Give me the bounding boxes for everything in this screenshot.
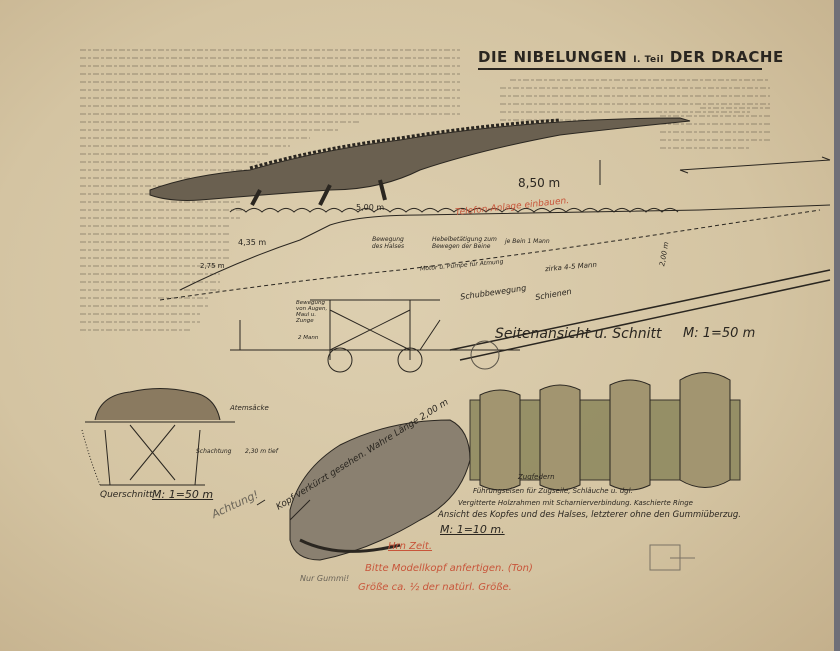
title-subtitle: DER DRACHE — [669, 48, 784, 66]
title-main: DIE NIBELUNGEN — [478, 48, 628, 66]
note-addressee: Hrn Zeit. — [388, 541, 433, 552]
note-rubber: Nur Gummi! — [300, 574, 350, 583]
handwritten-paragraph-right — [500, 79, 770, 149]
page-title: DIE NIBELUNGEN I. Teil DER DRACHE — [478, 48, 790, 66]
stamp-icon — [470, 340, 500, 370]
length-total: 8,50 m — [518, 176, 561, 190]
cross-section-drawing — [81, 388, 235, 486]
dragon-head-neck-drawing — [256, 372, 741, 561]
small-pencil-sketch — [649, 544, 695, 571]
head-view-scale: M: 1=10 m. — [440, 523, 505, 536]
per-leg-label: je Bein 1 Mann — [505, 238, 550, 245]
guides-label: Führungseisen für Zugseile, Schläuche u.… — [473, 487, 633, 495]
neck-motion-label: Bewegung des Halses — [371, 236, 405, 250]
side-view-section-drawing — [159, 156, 831, 373]
eyes-crew-label: 2 Mann — [298, 335, 319, 341]
height-2: 2,75 m — [200, 262, 225, 270]
title-part: I. Teil — [633, 55, 664, 65]
note-size: Größe ca. ½ der natürl. Größe. — [358, 582, 512, 593]
breath-sacks-label: Atemsäcke — [230, 404, 269, 412]
title-underline — [478, 68, 762, 70]
pit-label: Schachtung — [196, 448, 232, 455]
length-body: 5,00 m — [356, 203, 385, 212]
legs-lever-label: Hebelbetätigung zum Bewegen der Beine — [432, 236, 497, 250]
handwritten-paragraph-left — [80, 49, 460, 331]
pit-depth-label: 2,30 m tief — [245, 448, 278, 455]
cross-section-scale: M: 1=50 m — [152, 488, 214, 501]
side-view-caption: Seitenansicht u. Schnitt — [495, 326, 662, 342]
frames-label: Vergitterte Holzrahmen mit Scharnierverb… — [458, 499, 693, 507]
cross-section-caption: Querschnitt — [100, 490, 153, 500]
note-request: Bitte Modellkopf anfertigen. (Ton) — [365, 563, 533, 574]
springs-label: Zugfedern — [518, 473, 555, 481]
height-1: 4,35 m — [238, 238, 267, 247]
side-view-scale: M: 1=50 m — [683, 326, 756, 341]
eyes-mouth-label: Bewegung von Augen, Maul u. Zunge — [296, 300, 328, 324]
dragon-top-view-drawing — [149, 117, 691, 206]
head-view-caption: Ansicht des Kopfes und des Halses, letzt… — [438, 510, 741, 520]
